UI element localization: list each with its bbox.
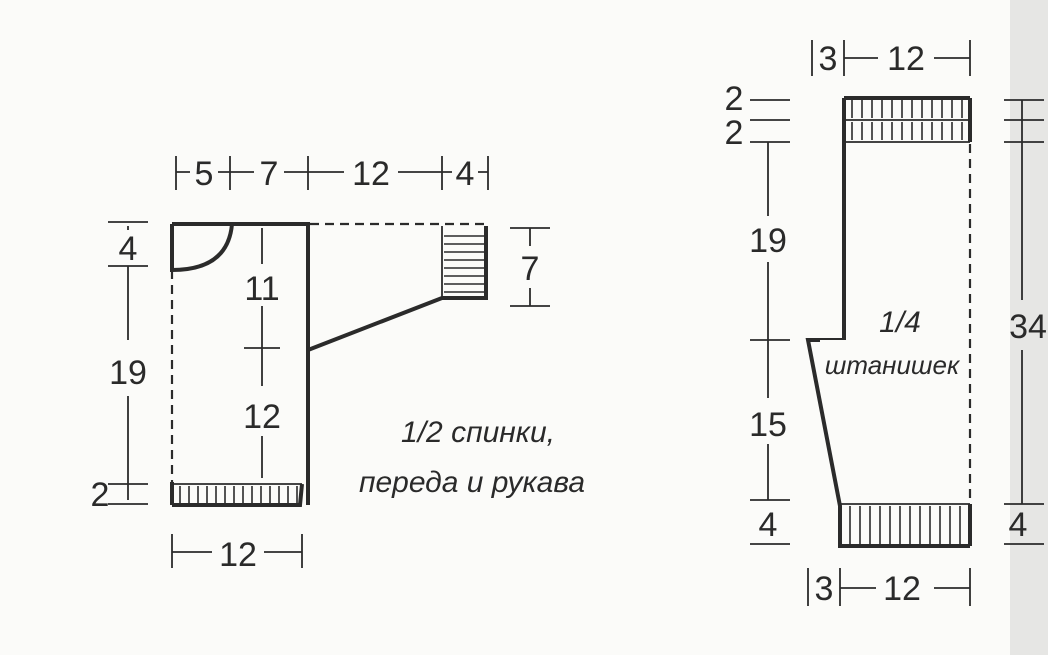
pants-right-dim-4: 4: [1009, 506, 1028, 544]
back-left-dimension: 4 19 2: [91, 221, 148, 514]
pants-waistband-divider: [844, 119, 970, 143]
back-inner-dim-11: 11: [244, 270, 279, 308]
pants-bottom-dim-12: 12: [883, 570, 921, 608]
sleeve-underarm: [307, 226, 488, 352]
back-height-dim-19: 19: [109, 354, 147, 392]
back-front-sleeve-piece: 5 7 12 4 11 12: [91, 150, 585, 574]
pants-height-dim-2a: 2: [725, 80, 744, 118]
pants-caption-line1: 1/4: [879, 306, 921, 339]
sleeve-cuff-dim-7: 7: [521, 250, 540, 288]
back-caption-line1: 1/2 спинки,: [401, 416, 555, 449]
back-top-dimension: 5 7 12 4: [175, 150, 489, 193]
back-width-dim-7: 7: [260, 155, 279, 193]
back-height-dim-4: 4: [119, 230, 138, 268]
back-hem: [172, 483, 304, 507]
pants-piece: 3 12 2 2 19 15 4: [725, 40, 1047, 608]
sleeve-cuff-ribbing: [444, 235, 484, 293]
pants-top-dim-3: 3: [819, 40, 838, 78]
pants-caption-line2: штанишек: [825, 350, 961, 380]
pants-left-dimension: 2 2 19 15 4: [725, 80, 790, 545]
pants-right-dimension: 34 4: [1004, 99, 1047, 545]
pants-total-dim-34: 34: [1009, 308, 1047, 346]
back-inner-dimension: 11 12: [243, 228, 281, 478]
pants-waistband-ribbing: [851, 100, 963, 140]
pants-bottom-dimension: 3 12: [807, 568, 971, 608]
pants-height-dim-4: 4: [759, 506, 778, 544]
back-bottom-dimension: 12: [171, 534, 303, 574]
pants-top-dim-12: 12: [887, 40, 925, 78]
back-caption-line2: переда и рукава: [359, 466, 585, 499]
pants-crotch-line: [805, 142, 970, 548]
back-bottom-dim-12: 12: [219, 536, 257, 574]
pants-height-dim-2b: 2: [725, 114, 744, 152]
pants-top-dimension: 3 12: [811, 40, 971, 78]
pants-height-dim-19: 19: [749, 222, 787, 260]
page-edge-shadow: [1010, 0, 1048, 655]
pants-cuff-ribbing: [849, 506, 961, 544]
back-neckline: [170, 223, 234, 273]
sleeve-cuff-dimension: 7: [510, 227, 550, 307]
pants-height-dim-15: 15: [749, 406, 787, 444]
back-width-dim-4: 4: [456, 155, 475, 193]
pants-bottom-dim-3: 3: [815, 570, 834, 608]
back-width-dim-5: 5: [195, 155, 214, 193]
back-width-dim-12: 12: [352, 155, 390, 193]
back-height-dim-2: 2: [91, 476, 110, 514]
back-inner-dim-12: 12: [243, 398, 281, 436]
back-hem-ribbing: [172, 483, 302, 503]
